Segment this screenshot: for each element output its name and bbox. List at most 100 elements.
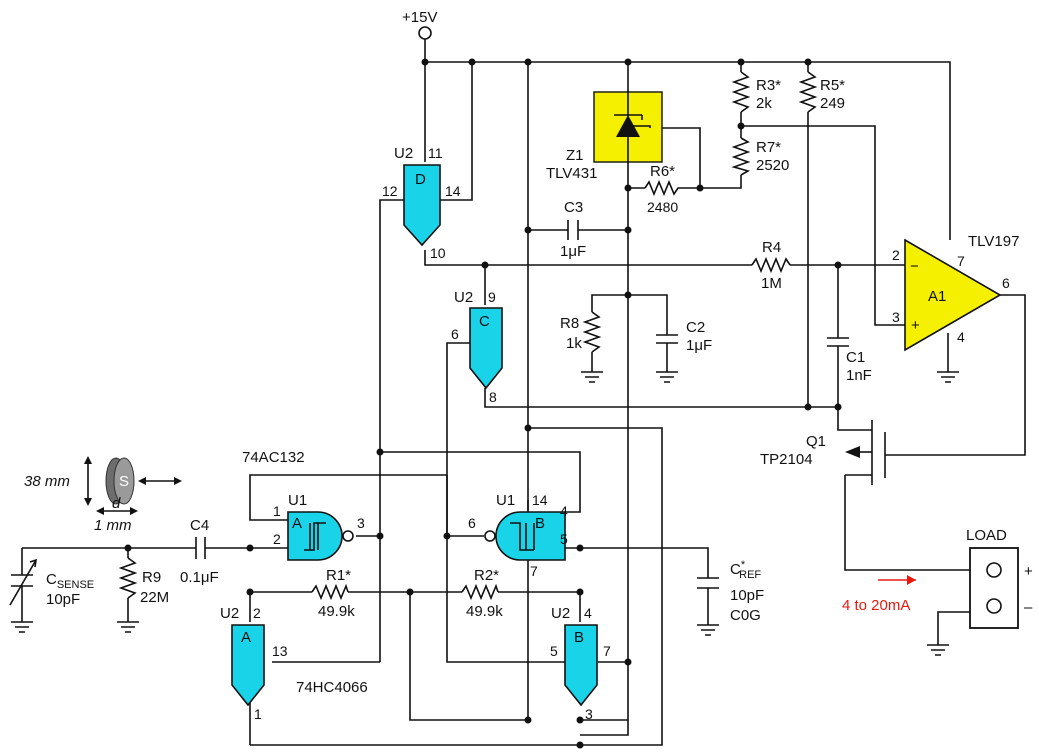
load-current: 4 to 20mA <box>842 597 910 614</box>
u2a-unit-label: U2 <box>220 605 239 622</box>
sensor-illustration: 38 mm S d 1 mm <box>24 456 182 534</box>
r9-value: 22M <box>140 589 169 606</box>
resistor-r6: R6* 2480 <box>644 163 680 215</box>
z1-name: Z1 <box>566 147 584 164</box>
r4-name: R4 <box>762 239 781 256</box>
ground-icon <box>581 371 603 383</box>
u2c-gate-label: C <box>479 313 490 330</box>
c2-value: 1μF <box>686 337 712 354</box>
u2b-pin-4: 4 <box>584 605 592 621</box>
ground-icon <box>117 621 139 633</box>
schmitt-icon <box>510 522 535 551</box>
a1-pin-7: 7 <box>957 253 965 269</box>
resistor-r3: R3* 2k <box>731 71 781 113</box>
current-arrow-icon <box>907 575 916 585</box>
cref-type: C0G <box>730 607 761 624</box>
supply-terminal: +15V <box>402 9 437 62</box>
r8-name: R8 <box>560 315 579 332</box>
u1b-unit-label: U1 <box>496 492 515 509</box>
r4-value: 1M <box>761 275 782 292</box>
a1-minus: − <box>910 258 919 275</box>
capacitor-c3: C3 1μF <box>560 199 586 260</box>
u2a-pin-2: 2 <box>253 605 261 621</box>
r2-value: 49.9k <box>466 603 503 620</box>
u1b-pin-7: 7 <box>530 563 538 579</box>
u2b-pin-7: 7 <box>603 643 611 659</box>
a1-pin-4: 4 <box>957 329 965 345</box>
u1a-gate-label: A <box>292 515 302 532</box>
u1a-unit-label: U1 <box>288 492 307 509</box>
r3-name: R3* <box>756 77 781 94</box>
c4-name: C4 <box>190 517 209 534</box>
u2d-pin-12: 12 <box>382 183 398 199</box>
schmitt-icon <box>304 522 326 551</box>
nand-gate-u1b: B U1 14 6 4 5 7 <box>468 492 568 579</box>
u2d-pin-10: 10 <box>430 245 446 261</box>
a1-pin-3: 3 <box>892 309 900 325</box>
u2b-gate-label: B <box>574 629 584 646</box>
c4-value: 0.1μF <box>180 569 219 586</box>
capacitor-csense: CSENSE 10pF <box>9 558 94 608</box>
ground-icon <box>656 371 678 383</box>
u1a-pin-2: 2 <box>273 531 281 547</box>
switch-u2b: B U2 4 5 7 3 <box>550 605 611 722</box>
csense-value: 10pF <box>46 591 80 608</box>
r9-name: R9 <box>142 569 161 586</box>
resistor-r5: R5* 249 <box>798 71 845 113</box>
ground-icon <box>937 371 959 383</box>
u1a-pin-1: 1 <box>273 503 281 519</box>
u2c-pin-8: 8 <box>489 389 497 405</box>
sensor-gap-symbol: d <box>112 495 121 512</box>
nand-gate-u1a: A U1 1 2 3 <box>273 492 365 561</box>
c3-name: C3 <box>564 199 583 216</box>
r7-name: R7* <box>756 139 781 156</box>
u1b-pin-5: 5 <box>560 531 568 547</box>
u2-family-label: 74HC4066 <box>296 679 368 696</box>
wires <box>21 61 1026 746</box>
csense-name: CSENSE <box>46 571 94 591</box>
a1-pin-6: 6 <box>1002 275 1010 291</box>
r7-value: 2520 <box>756 157 789 174</box>
c1-name: C1 <box>846 349 865 366</box>
r3-value: 2k <box>756 95 772 112</box>
zener-z1: Z1 TLV431 <box>546 91 663 182</box>
c3-value: 1μF <box>560 243 586 260</box>
u2c-unit-label: U2 <box>454 289 473 306</box>
r1-value: 49.9k <box>318 603 355 620</box>
u1-family-label: 74AC132 <box>242 449 305 466</box>
u1b-pin-4: 4 <box>560 503 568 519</box>
resistor-r7: R7* 2520 <box>731 137 789 176</box>
z1-part: TLV431 <box>546 165 597 182</box>
resistor-r1: R1* 49.9k <box>311 567 355 620</box>
u2d-unit-label: U2 <box>394 145 413 162</box>
load-plus: + <box>1024 563 1033 580</box>
capacitor-c4: C4 0.1μF <box>180 517 219 586</box>
resistor-r8: R8 1k <box>560 311 602 353</box>
q1-name: Q1 <box>806 433 826 450</box>
load-title: LOAD <box>966 527 1007 544</box>
r6-name: R6* <box>650 163 675 180</box>
a1-plus: + <box>911 317 920 334</box>
mosfet-q1: Q1 TP2104 <box>760 420 886 485</box>
switch-u2a: A U2 2 13 1 <box>220 605 288 722</box>
c2-name: C2 <box>686 319 705 336</box>
r1-name: R1* <box>326 567 351 584</box>
r5-value: 249 <box>820 95 845 112</box>
u2a-gate-label: A <box>241 629 251 646</box>
ground-icon <box>11 621 33 633</box>
supply-label: +15V <box>402 9 437 26</box>
capacitor-c2: C2 1μF <box>656 319 712 354</box>
capacitor-cref: C*REF 10pF C0G <box>697 559 764 624</box>
cref-value: 10pF <box>730 587 764 604</box>
c1-value: 1nF <box>846 367 872 384</box>
a1-part: TLV197 <box>968 233 1019 250</box>
u2d-pin-14: 14 <box>445 183 461 199</box>
u2c-pin-9: 9 <box>488 289 496 305</box>
u2c-pin-6: 6 <box>451 326 459 342</box>
u1b-gate-label: B <box>535 515 545 532</box>
resistor-r9: R9 22M <box>118 557 169 606</box>
switch-u2d: D U2 11 12 14 10 <box>382 145 461 261</box>
cref-name: C*REF <box>730 559 761 581</box>
ground-icon <box>697 624 719 636</box>
